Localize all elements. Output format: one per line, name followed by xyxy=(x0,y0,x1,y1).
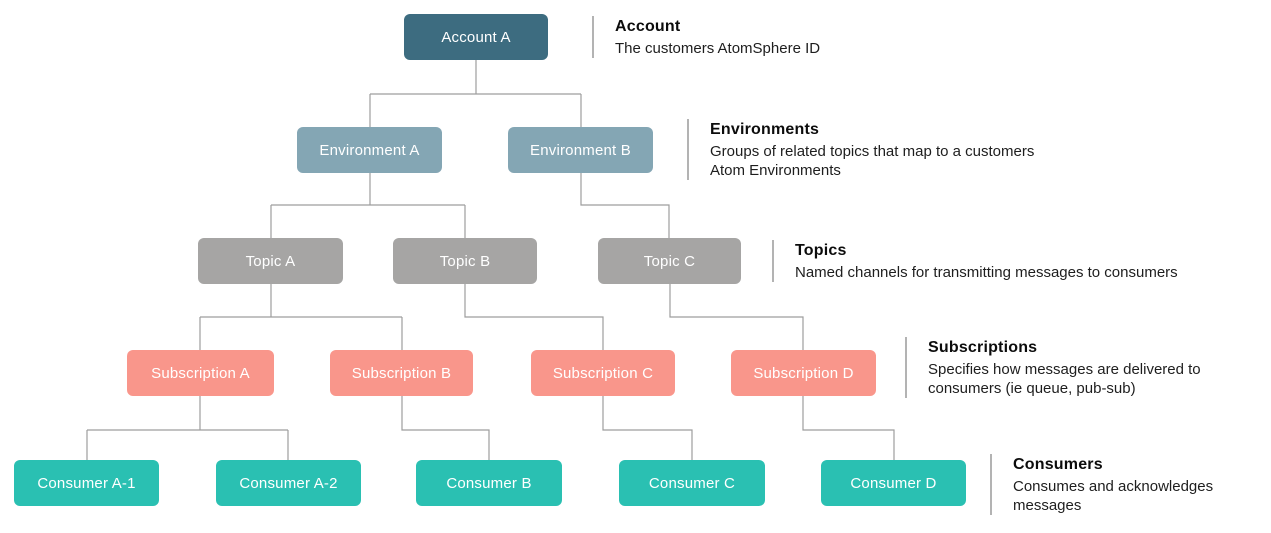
node-consumer-c: Consumer C xyxy=(619,460,765,506)
node-consumer-d: Consumer D xyxy=(821,460,966,506)
annotation-consumers-title: Consumers xyxy=(1013,456,1103,473)
node-environment-b: Environment B xyxy=(508,127,653,173)
annotation-divider xyxy=(592,16,594,58)
annotation-environments-body: Groups of related topics that map to a c… xyxy=(710,143,1035,179)
annotation-consumers: Consumers Consumes and acknowledges mess… xyxy=(990,454,1267,515)
node-subscription-d: Subscription D xyxy=(731,350,876,396)
annotation-subscriptions: Subscriptions Specifies how messages are… xyxy=(905,337,1268,398)
node-consumer-a2: Consumer A-2 xyxy=(216,460,361,506)
node-consumer-a1: Consumer A-1 xyxy=(14,460,159,506)
annotation-divider xyxy=(990,454,992,515)
node-account-a: Account A xyxy=(404,14,548,60)
node-consumer-b: Consumer B xyxy=(416,460,562,506)
annotation-consumers-body: Consumes and acknowledges messages xyxy=(1013,478,1214,514)
node-topic-c: Topic C xyxy=(598,238,741,284)
annotation-divider xyxy=(687,119,689,180)
annotation-topics-body: Named channels for transmitting messages… xyxy=(795,264,1178,281)
node-environment-a: Environment A xyxy=(297,127,442,173)
annotation-environments: Environments Groups of related topics th… xyxy=(687,119,1058,180)
annotation-account: Account The customers AtomSphere ID xyxy=(592,16,1045,58)
annotation-topics: Topics Named channels for transmitting m… xyxy=(772,240,1187,282)
node-topic-a: Topic A xyxy=(198,238,343,284)
annotation-subscriptions-title: Subscriptions xyxy=(928,339,1038,356)
annotation-account-title: Account xyxy=(615,18,681,35)
node-subscription-c: Subscription C xyxy=(531,350,675,396)
annotation-divider xyxy=(772,240,774,282)
node-topic-b: Topic B xyxy=(393,238,537,284)
node-subscription-a: Subscription A xyxy=(127,350,274,396)
annotation-environments-title: Environments xyxy=(710,121,820,138)
annotation-topics-title: Topics xyxy=(795,242,847,259)
annotation-divider xyxy=(905,337,907,398)
annotation-subscriptions-body: Specifies how messages are delivered to … xyxy=(928,361,1201,397)
node-subscription-b: Subscription B xyxy=(330,350,473,396)
annotation-account-body: The customers AtomSphere ID xyxy=(615,40,821,57)
